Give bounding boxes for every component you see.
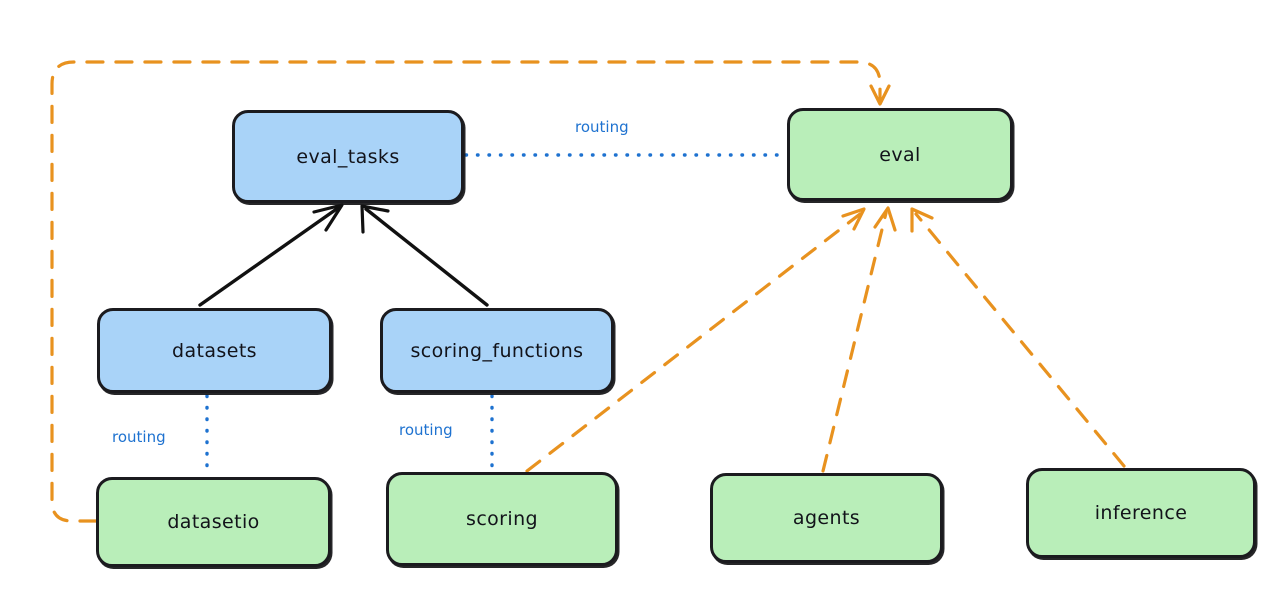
node-scoring-functions[interactable]: scoring_functions — [380, 308, 614, 393]
node-datasetio[interactable]: datasetio — [96, 477, 331, 567]
node-label: agents — [792, 507, 861, 529]
edge-agents-eval — [821, 206, 897, 473]
edge-datasets-eval_tasks — [198, 203, 344, 307]
node-agents[interactable]: agents — [710, 473, 943, 563]
node-label: datasets — [172, 339, 257, 362]
edge-label-routing-eval-tasks: routing — [575, 118, 629, 136]
node-eval-tasks[interactable]: eval_tasks — [232, 110, 464, 203]
edge-inference-eval — [910, 207, 1126, 468]
node-scoring[interactable]: scoring — [386, 472, 618, 566]
edge-label-routing-scoring-functions: routing — [399, 421, 453, 439]
node-label: scoring — [466, 508, 538, 530]
node-label: inference — [1094, 502, 1188, 524]
edge-scoring_functions-eval_tasks — [360, 204, 489, 307]
node-label: datasetio — [167, 511, 260, 533]
node-eval[interactable]: eval — [787, 108, 1013, 201]
edge-label-routing-datasets: routing — [112, 428, 166, 446]
node-label: eval_tasks — [296, 145, 400, 168]
node-inference[interactable]: inference — [1026, 468, 1256, 558]
node-datasets[interactable]: datasets — [97, 308, 332, 393]
node-label: eval — [879, 143, 921, 166]
node-label: scoring_functions — [410, 339, 584, 362]
edge-datasetio-eval — [50, 60, 891, 523]
